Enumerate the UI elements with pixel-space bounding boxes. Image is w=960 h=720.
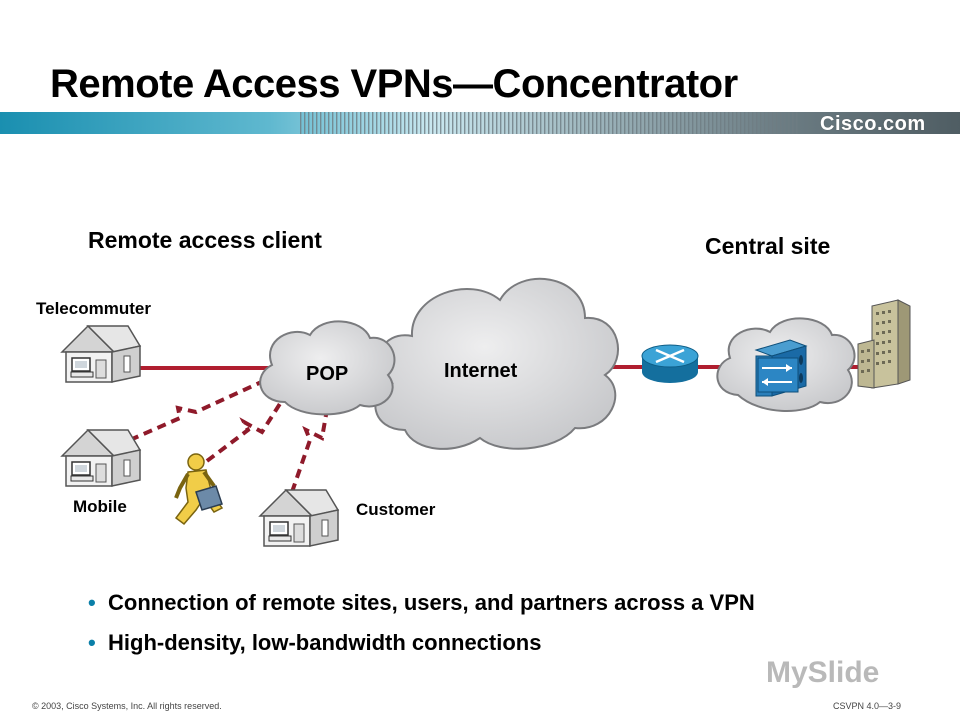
bullet-dot-icon: •	[88, 590, 96, 615]
footer-copyright: © 2003, Cisco Systems, Inc. All rights r…	[32, 701, 222, 711]
mobile-user-icon	[174, 453, 224, 526]
dialup-link-mobile	[129, 376, 271, 442]
telecommuter-house-icon	[61, 325, 141, 383]
telecommuter-label: Telecommuter	[36, 299, 151, 318]
dialup-link-traveler	[193, 386, 292, 472]
bullet-dot-icon: •	[88, 630, 96, 655]
bullet-text: High-density, low-bandwidth connections	[108, 630, 542, 655]
header-stripe	[0, 112, 960, 134]
building-icon	[857, 299, 911, 389]
bullet-list: • Connection of remote sites, users, and …	[88, 590, 755, 670]
mobile-label: Mobile	[73, 497, 127, 516]
dialup-link-customer	[290, 391, 332, 493]
bullet-item: • High-density, low-bandwidth connections	[88, 630, 755, 656]
central-site-heading: Central site	[705, 233, 831, 259]
router-icon	[641, 344, 699, 383]
vpn-concentrator-icon	[754, 339, 808, 397]
internet-label: Internet	[444, 360, 518, 382]
watermark-logo: MySlide	[766, 656, 880, 689]
remote-access-client-heading: Remote access client	[88, 227, 322, 253]
bullet-text: Connection of remote sites, users, and p…	[108, 590, 755, 615]
mobile-house-icon	[61, 429, 141, 487]
bullet-item: • Connection of remote sites, users, and …	[88, 590, 755, 616]
brand-logo: Cisco.com	[820, 113, 926, 135]
pop-cloud-icon	[259, 320, 396, 416]
page-title: Remote Access VPNs—Concentrator	[50, 62, 738, 106]
customer-house-icon	[259, 489, 339, 547]
footer-course-id: CSVPN 4.0—3-9	[833, 701, 902, 711]
pop-label: POP	[306, 363, 349, 385]
customer-label: Customer	[356, 500, 436, 519]
